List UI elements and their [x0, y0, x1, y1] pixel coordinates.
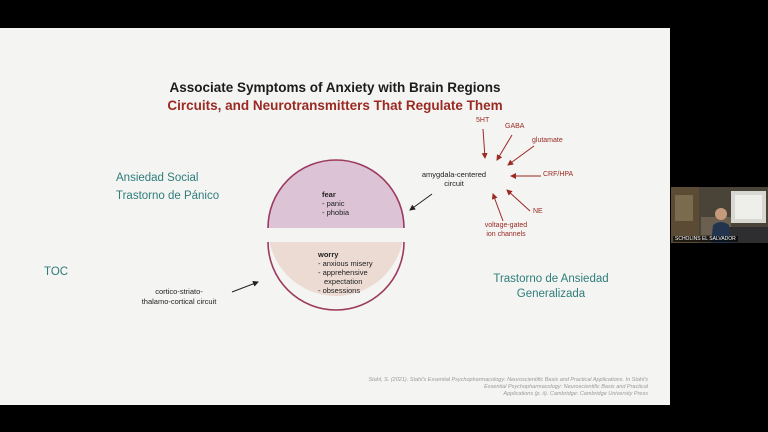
tag-line2: Generalizada: [516, 288, 586, 300]
arrow-ne: [506, 189, 531, 212]
fear-outline: [267, 159, 405, 229]
arrow-glutamate: [507, 145, 535, 166]
arrow-gaba: [496, 134, 513, 161]
worry-item: - anxious misery: [318, 259, 373, 268]
amygdala-line1: amygdala-centered: [421, 170, 487, 179]
amygdala-arrow: [409, 193, 433, 211]
worry-item: - obsessions: [318, 286, 361, 295]
vgic-line2: ion channels: [486, 230, 526, 238]
worry-item: - apprehensive: [318, 268, 368, 277]
cortico-arrow: [231, 280, 259, 293]
worry-item: expectation: [324, 277, 363, 286]
nt-gaba-label: GABA: [505, 123, 525, 130]
fear-text: fear - panic - phobia: [322, 190, 349, 217]
nt-crf-label: CRF/HPA: [543, 171, 574, 178]
fear-title: fear: [322, 190, 336, 199]
worry-title: worry: [318, 250, 339, 259]
cortico-circuit-label: cortico-striato- thalamo-cortical circui…: [134, 287, 224, 307]
slide-subtitle: Circuits, and Neurotransmitters That Reg…: [167, 98, 503, 113]
arrow-5ht: [481, 128, 488, 159]
citation-line1: Stahl, S. (2021). Stahl's Essential Psyc…: [368, 377, 648, 390]
amygdala-line2: circuit: [444, 179, 464, 188]
amygdala-circuit-label: amygdala-centered circuit: [416, 170, 492, 188]
arrow-voltage-gated: [491, 193, 504, 222]
citation: Stahl, S. (2021). Stahl's Essential Psyc…: [360, 377, 648, 398]
label-ansiedad-social: Ansiedad Social: [116, 172, 199, 184]
brain-circuit-diagram: [231, 128, 541, 311]
nt-glutamate-label: glutamate: [532, 137, 563, 144]
label-trastorno-ansiedad-generalizada: Trastorno de Ansiedad Generalizada: [490, 272, 612, 302]
worry-outline: [267, 241, 405, 311]
label-trastorno-panico: Trastorno de Pánico: [116, 190, 220, 202]
circle-divider-band: [264, 228, 410, 242]
webcam-name-tag: SCHOLINS EL SALVADOR: [673, 236, 738, 242]
label-toc: TOC: [44, 266, 69, 278]
fear-item: - phobia: [322, 208, 350, 217]
cortico-line1: cortico-striato-: [155, 287, 203, 296]
nt-voltage-gated-label: voltage-gated ion channels: [478, 222, 534, 239]
nt-5ht-label: 5HT: [476, 117, 490, 124]
webcam-video-feed: [671, 187, 768, 243]
citation-line2: Applications (p. ii). Cambridge: Cambrid…: [503, 391, 648, 397]
presentation-slide: Associate Symptoms of Anxiety with Brain…: [0, 28, 670, 405]
slide-title: Associate Symptoms of Anxiety with Brain…: [169, 80, 501, 95]
vgic-line1: voltage-gated: [484, 222, 528, 229]
nt-ne-label: NE: [533, 208, 543, 215]
worry-text: worry - anxious misery - apprehensive ex…: [318, 250, 373, 295]
fear-item: - panic: [322, 199, 345, 208]
tag-line1: Trastorno de Ansiedad: [493, 273, 609, 285]
cortico-line2: thalamo-cortical circuit: [141, 297, 217, 306]
webcam-thumbnail[interactable]: SCHOLINS EL SALVADOR: [671, 187, 768, 243]
